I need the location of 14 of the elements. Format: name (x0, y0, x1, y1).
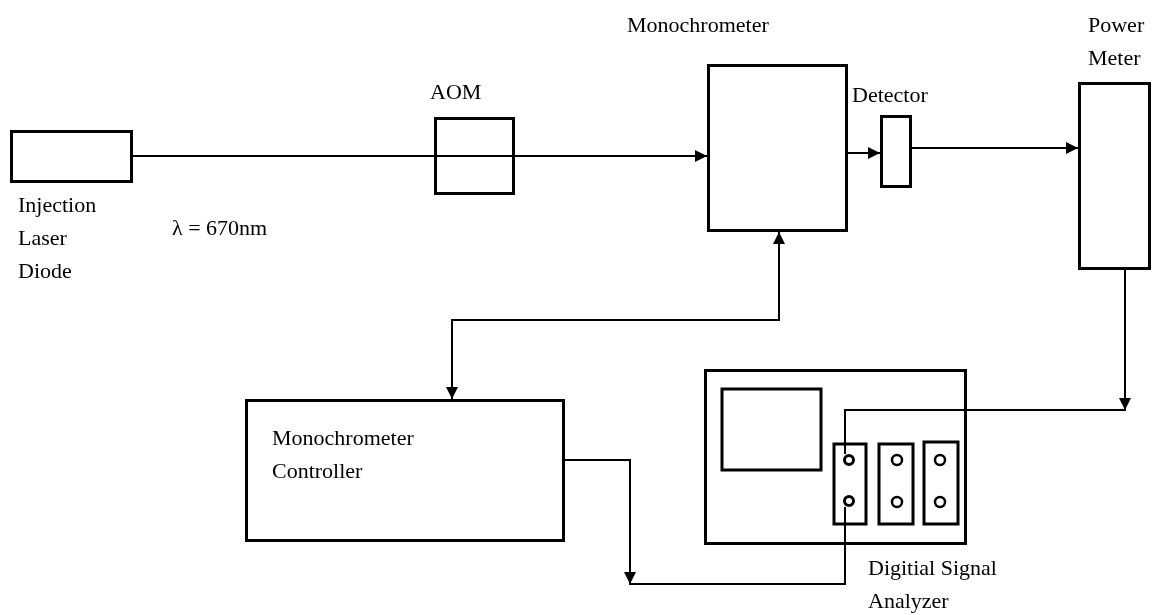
component-label: Detector (852, 81, 929, 109)
component-label: Monochrometer Controller (272, 424, 415, 485)
connector-line (132, 155, 435, 157)
component-label: Monochrometer (627, 11, 770, 39)
arrow (844, 269, 1131, 455)
arrow (446, 231, 785, 400)
component-label: Digitial Signal Analyzer (868, 554, 998, 615)
arrow (847, 147, 881, 159)
component-label: Injection Laser Diode (18, 191, 98, 285)
component-label: Power Meter (1088, 11, 1146, 72)
arrow (911, 142, 1079, 154)
arrow (564, 459, 846, 585)
component-label: AOM (430, 78, 483, 106)
arrow (514, 150, 708, 162)
